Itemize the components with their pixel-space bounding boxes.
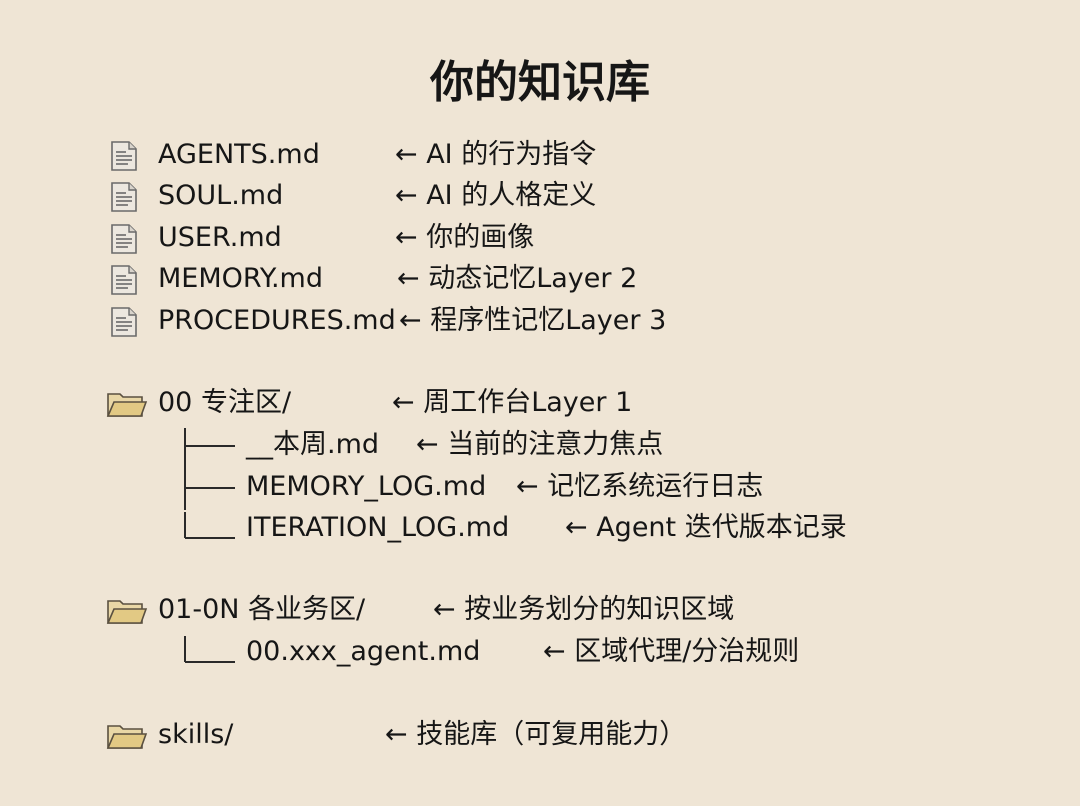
file-description: ← 你的画像 — [395, 222, 535, 253]
child-name: __本周.md — [246, 429, 380, 460]
child-description: ← 记忆系统运行日志 — [516, 471, 764, 502]
folder-name: 01-0N 各业务区/ — [158, 594, 366, 625]
file-name: AGENTS.md — [158, 139, 320, 170]
file-row-user: USER.md ← 你的画像 — [0, 218, 1080, 258]
child-name: 00.xxx_agent.md — [246, 636, 481, 667]
tree-branch — [185, 445, 235, 447]
file-description: ← 程序性记忆Layer 3 — [399, 305, 667, 336]
folder-icon — [106, 598, 148, 626]
file-icon — [110, 141, 138, 171]
file-description: ← AI 的行为指令 — [395, 139, 597, 170]
file-name: SOUL.md — [158, 180, 284, 211]
file-name: USER.md — [158, 222, 282, 253]
file-description: ← AI 的人格定义 — [395, 180, 597, 211]
tree-line — [184, 428, 186, 510]
child-row: ITERATION_LOG.md ← Agent 迭代版本记录 — [0, 508, 1080, 548]
folder-description: ← 技能库（可复用能力） — [385, 719, 687, 750]
file-row-memory: MEMORY.md ← 动态记忆Layer 2 — [0, 259, 1080, 299]
child-name: ITERATION_LOG.md — [246, 512, 510, 543]
file-row-agents: AGENTS.md ← AI 的行为指令 — [0, 135, 1080, 175]
folder-row-focus: 00 专注区/ ← 周工作台Layer 1 — [0, 383, 1080, 423]
tree-branch — [185, 661, 235, 663]
folder-description: ← 周工作台Layer 1 — [392, 387, 633, 418]
tree-line — [184, 636, 186, 662]
file-icon — [110, 182, 138, 212]
tree-branch — [185, 537, 235, 539]
file-icon — [110, 224, 138, 254]
file-row-soul: SOUL.md ← AI 的人格定义 — [0, 176, 1080, 216]
page-title: 你的知识库 — [430, 57, 650, 108]
child-name: MEMORY_LOG.md — [246, 471, 487, 502]
child-row: __本周.md ← 当前的注意力焦点 — [0, 425, 1080, 465]
folder-icon — [106, 723, 148, 751]
folder-row-business: 01-0N 各业务区/ ← 按业务划分的知识区域 — [0, 590, 1080, 630]
file-icon — [110, 307, 138, 337]
folder-row-skills: skills/ ← 技能库（可复用能力） — [0, 715, 1080, 755]
file-row-procedures: PROCEDURES.md ← 程序性记忆Layer 3 — [0, 301, 1080, 341]
file-name: PROCEDURES.md — [158, 305, 396, 336]
child-description: ← 当前的注意力焦点 — [416, 429, 664, 460]
child-row: MEMORY_LOG.md ← 记忆系统运行日志 — [0, 467, 1080, 507]
child-row: 00.xxx_agent.md ← 区域代理/分治规则 — [0, 632, 1080, 672]
child-description: ← 区域代理/分治规则 — [543, 636, 800, 667]
tree-branch — [185, 487, 235, 489]
file-description: ← 动态记忆Layer 2 — [397, 263, 638, 294]
folder-icon — [106, 391, 148, 419]
folder-name: skills/ — [158, 719, 234, 750]
child-description: ← Agent 迭代版本记录 — [565, 512, 847, 543]
file-icon — [110, 265, 138, 295]
folder-name: 00 专注区/ — [158, 387, 292, 418]
tree-line — [184, 512, 186, 538]
folder-description: ← 按业务划分的知识区域 — [433, 594, 735, 625]
file-name: MEMORY.md — [158, 263, 323, 294]
